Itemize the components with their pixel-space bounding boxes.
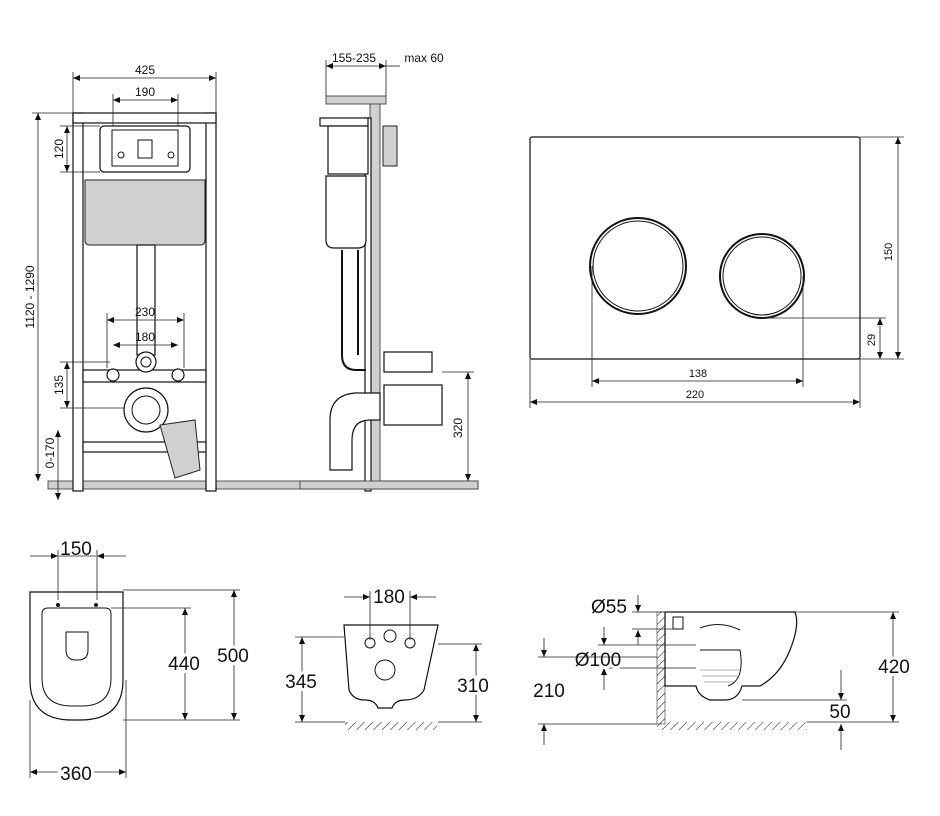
dim-top-offset: 120 <box>52 139 66 159</box>
bowl-rear-view: 180 345 310 <box>282 587 492 730</box>
dim-plate-height: 150 <box>883 243 895 261</box>
flush-plate-view: 150 29 138 220 <box>529 136 904 408</box>
floor-hatch <box>345 722 437 730</box>
dim-floor-clearance: 50 <box>829 702 850 723</box>
dim-button-span: 138 <box>689 368 707 380</box>
dim-bolt-height: 135 <box>52 375 66 395</box>
bowl-side-view: Ø55 Ø100 210 420 50 <box>533 595 913 750</box>
wall-plate-edge <box>382 125 398 167</box>
dim-bowl-length: 500 <box>217 646 249 667</box>
frame-post-left <box>72 112 84 492</box>
dim-rear-height-left: 345 <box>285 672 317 693</box>
dim-bolt-inner: 180 <box>135 330 155 344</box>
dim-inlet-width: 150 <box>60 539 92 560</box>
outlet-connector <box>383 384 443 426</box>
flush-button-large <box>589 217 687 315</box>
bowl-top-view: 150 500 440 360 <box>29 539 252 788</box>
side-frame-view: 155-235 max 60 320 <box>299 51 479 492</box>
dim-tank-width: 190 <box>135 85 155 99</box>
frame-post-right <box>205 112 217 492</box>
dim-wall-max: max 60 <box>404 51 444 65</box>
flush-plate <box>529 136 861 360</box>
outlet-pipe <box>123 387 169 433</box>
dim-seat-length: 440 <box>168 654 200 675</box>
dim-rear-height-right: 310 <box>457 676 489 697</box>
dim-bolt-outer: 230 <box>135 305 155 319</box>
cistern <box>84 179 206 246</box>
dim-outlet-diameter: Ø100 <box>575 650 621 671</box>
dim-total-height: 420 <box>878 657 910 678</box>
dim-floor-offset: 0-170 <box>43 437 57 468</box>
dim-bowl-width: 360 <box>60 764 92 785</box>
dim-outlet-height: 320 <box>451 418 465 438</box>
dim-outlet-height: 210 <box>533 681 565 702</box>
flush-mechanism <box>99 125 191 173</box>
dim-plate-width: 220 <box>686 389 704 401</box>
dim-frame-height: 1120 - 1290 <box>23 265 37 328</box>
bowl-outline-top <box>29 591 124 721</box>
bowl-outline-rear <box>343 624 439 709</box>
bowl-outline-side <box>664 611 798 701</box>
dim-rear-bolt-spacing: 180 <box>373 587 405 608</box>
dim-inlet-diameter: Ø55 <box>591 597 627 618</box>
dim-frame-width: 425 <box>135 63 155 77</box>
dim-button-offset: 29 <box>866 334 878 346</box>
dim-frame-depth: 155-235 <box>332 51 376 65</box>
water-inlet <box>383 351 433 373</box>
front-frame-view: 425 190 1120 - 1290 120 230 180 135 0-17… <box>23 63 479 500</box>
